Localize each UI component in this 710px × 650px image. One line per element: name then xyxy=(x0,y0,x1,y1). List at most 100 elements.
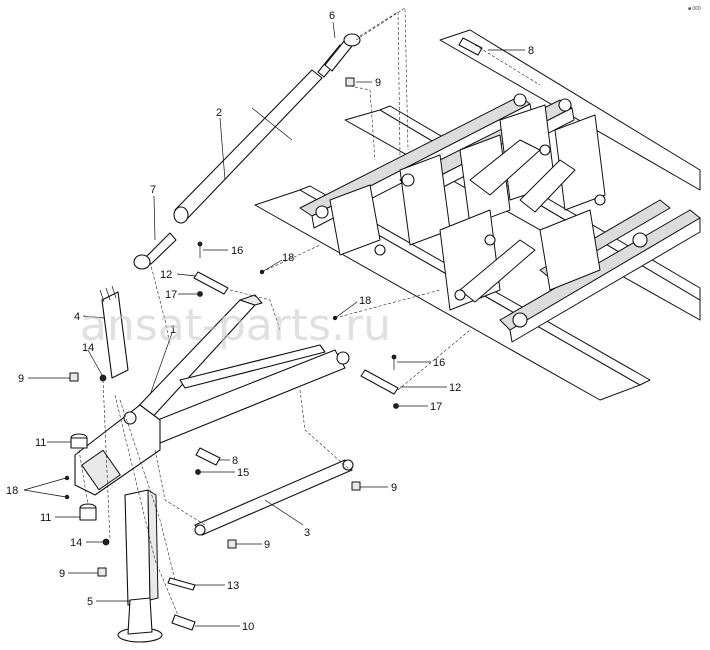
callout-17-right: 17 xyxy=(430,401,442,413)
frame-pivot-2 xyxy=(401,173,415,187)
callout-18-left: 18 xyxy=(6,485,18,497)
clip-17-upper xyxy=(197,291,203,297)
frame-pivot-5 xyxy=(512,312,528,328)
nut-9-right xyxy=(351,481,361,491)
callout-14-lower: 14 xyxy=(70,537,82,549)
frame-pivot-7 xyxy=(454,289,466,301)
bolt-13 xyxy=(167,577,196,591)
callout-9-right: 9 xyxy=(391,482,397,494)
cotter-16-upper-head xyxy=(197,241,203,247)
hitch-frame xyxy=(74,294,350,496)
jack-stand-tube-side xyxy=(147,489,159,601)
leader-18a xyxy=(261,259,283,273)
callout-2: 2 xyxy=(216,107,222,119)
rod-end-7 xyxy=(133,232,177,270)
nut-9-left xyxy=(69,372,79,382)
leader-1 xyxy=(149,332,173,396)
callout-18-top: 18 xyxy=(282,252,294,264)
assembly-lines xyxy=(78,7,541,616)
rod-end-6-eye xyxy=(343,33,361,47)
frame-pivot-9 xyxy=(374,244,386,256)
bracket-4-tine-3 xyxy=(111,285,117,299)
hitch-arm-upper-end xyxy=(239,294,263,306)
frame-pivot-11 xyxy=(484,234,496,246)
clip-17-right xyxy=(393,403,399,409)
cylinder-bottom xyxy=(173,206,189,224)
leader-3 xyxy=(264,499,304,526)
leader-7 xyxy=(153,195,156,241)
rod-end-6 xyxy=(324,33,361,72)
link-bar-hole-right xyxy=(342,459,354,471)
nut-14-lower xyxy=(102,538,110,546)
callout-15: 15 xyxy=(237,467,249,479)
rod-end-7-eye xyxy=(133,254,151,270)
dash-bushings xyxy=(78,449,89,506)
nut-9-top xyxy=(345,77,355,87)
callout-9-left: 9 xyxy=(18,373,24,385)
leader-12a xyxy=(176,273,197,277)
cylinder-crossbar xyxy=(251,107,293,141)
dash-rod7-arm xyxy=(149,261,171,346)
callout-3: 3 xyxy=(304,527,310,539)
dash-18-top xyxy=(261,244,321,273)
callout-8-lower: 8 xyxy=(232,455,238,467)
bracket-4-body xyxy=(101,291,129,379)
callout-12-right: 12 xyxy=(449,382,461,394)
callout-11-bottom: 11 xyxy=(40,512,51,524)
callout-4: 4 xyxy=(74,311,80,323)
pin-8-lower xyxy=(195,447,221,466)
callout-6: 6 xyxy=(329,10,335,22)
callout-8-top: 8 xyxy=(528,45,534,57)
callout-5: 5 xyxy=(87,596,93,608)
callout-9-mid: 9 xyxy=(264,539,270,551)
nut-9-mid xyxy=(227,539,237,549)
frame-pivot-8 xyxy=(594,194,606,206)
corner-code: ■ 000 xyxy=(688,6,701,12)
callout-labels: 1 2 3 4 5 6 7 8 8 9 9 9 9 9 10 11 11 12 … xyxy=(6,10,534,633)
leader-4 xyxy=(82,315,105,319)
bracket-left xyxy=(329,184,381,256)
bushing-11-bottom xyxy=(79,507,97,521)
dash-pin8 xyxy=(474,44,541,86)
frame-pivot-6 xyxy=(632,232,648,248)
frame-pivot-1 xyxy=(315,205,329,219)
callout-13: 13 xyxy=(227,580,239,592)
leader-18c-b xyxy=(23,489,67,498)
callout-11-top: 11 xyxy=(35,437,46,449)
leader-14a xyxy=(87,349,103,376)
watermark: ansat-parts.ru xyxy=(80,300,391,351)
dash-rod6-frame-b xyxy=(359,11,401,156)
callout-7: 7 xyxy=(150,184,156,196)
frame-pivot-10 xyxy=(539,144,551,156)
diagonal-link-2 xyxy=(519,159,576,213)
pin-8-top xyxy=(458,37,483,56)
cotter-16-right-head xyxy=(391,354,397,360)
pin-12-upper xyxy=(193,271,229,295)
hitch-brace xyxy=(179,344,326,389)
callout-17-upper: 17 xyxy=(165,289,177,301)
callout-16-upper: 16 xyxy=(231,245,243,257)
dash-link3 xyxy=(299,389,351,471)
frame-pivot-3 xyxy=(513,93,527,107)
bracket-4-tine-1 xyxy=(99,289,105,303)
leader-lines xyxy=(23,21,525,627)
callout-18-mid: 18 xyxy=(359,295,371,307)
pin-10 xyxy=(171,614,196,631)
dash-pin12 xyxy=(229,289,281,331)
callout-14-upper: 14 xyxy=(82,342,94,354)
washer-15 xyxy=(195,469,201,475)
dash-nut14 xyxy=(102,379,111,541)
callout-9-top: 9 xyxy=(375,77,381,89)
callout-9-bottom: 9 xyxy=(59,568,65,580)
callout-12-upper: 12 xyxy=(160,269,172,281)
diagonal-link-3 xyxy=(459,239,536,303)
dash-link3-left xyxy=(154,449,206,526)
hitch-top-pivot xyxy=(123,411,137,425)
bracket-4 xyxy=(99,285,129,379)
jack-stand-lower xyxy=(127,597,153,635)
callout-16-right: 16 xyxy=(433,357,445,369)
nut-9-bottom xyxy=(97,567,107,577)
bracket-4-tine-2 xyxy=(105,287,111,301)
jack-stand xyxy=(117,489,163,643)
